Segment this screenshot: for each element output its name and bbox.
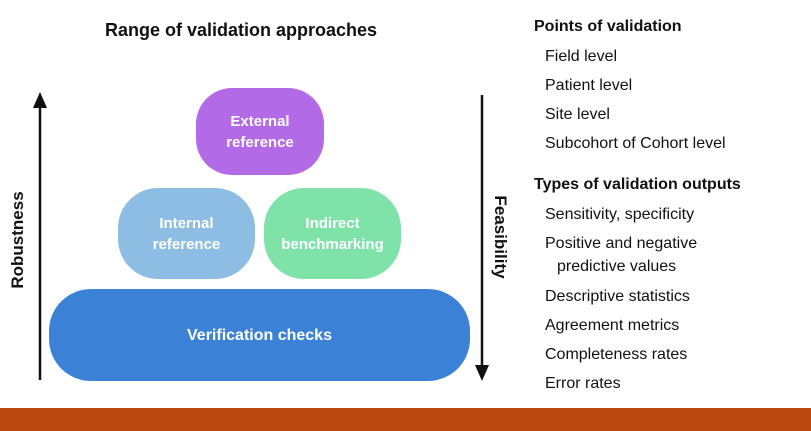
internal-reference-label: Internal reference [152, 214, 221, 253]
verification-checks-block: Verification checks [49, 289, 470, 381]
points-item: Site level [545, 106, 610, 123]
indirect-benchmarking-label: Indirect benchmarking [281, 214, 384, 253]
external-reference-block: External reference [196, 88, 324, 175]
feasibility-arrow [475, 95, 489, 381]
outputs-item: Descriptive statistics [545, 288, 690, 305]
indirect-benchmarking-block: Indirect benchmarking [264, 188, 401, 279]
feasibility-label: Feasibility [491, 195, 510, 279]
footer-bar [0, 408, 811, 431]
points-item: Subcohort of Cohort level [545, 135, 726, 152]
diagram-title: Range of validation approaches [105, 20, 378, 40]
outputs-item: Agreement metrics [545, 317, 680, 334]
outputs-item: Positive and negative [545, 235, 698, 252]
external-reference-label: External reference [226, 112, 294, 151]
outputs-item: Completeness rates [545, 346, 688, 363]
validation-outputs-heading: Types of validation outputs [534, 176, 741, 193]
internal-reference-block: Internal reference [118, 188, 255, 279]
robustness-label: Robustness [8, 191, 27, 289]
robustness-arrow [33, 92, 47, 380]
points-of-validation-heading: Points of validation [534, 18, 682, 35]
outputs-item: Error rates [545, 375, 621, 392]
points-item: Field level [545, 48, 618, 65]
outputs-item-continued: predictive values [557, 258, 677, 275]
verification-checks-label: Verification checks [187, 326, 332, 344]
points-item: Patient level [545, 77, 633, 94]
outputs-item: Sensitivity, specificity [545, 206, 695, 223]
